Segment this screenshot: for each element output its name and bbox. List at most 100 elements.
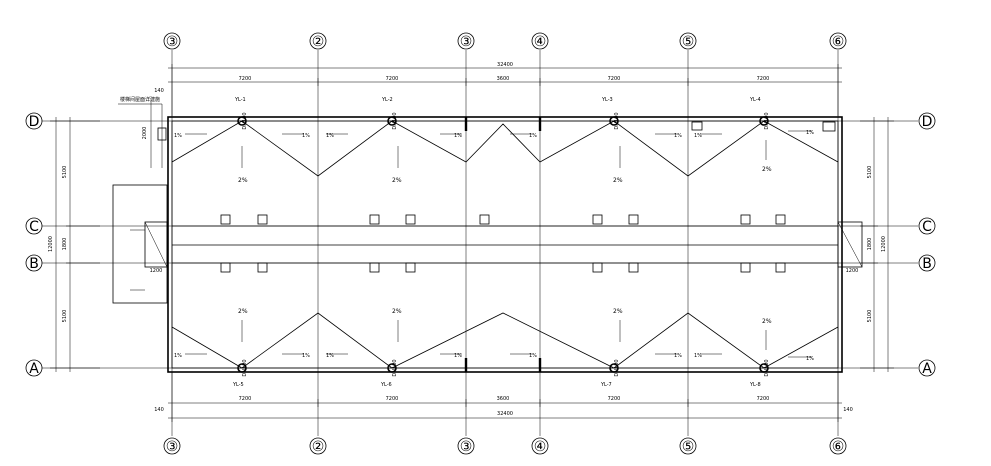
roof-vents-lower bbox=[220, 262, 786, 273]
slope-label: 1% bbox=[674, 133, 682, 139]
vent-icon bbox=[405, 262, 416, 273]
vent-icon bbox=[775, 214, 786, 225]
slope-label: 2% bbox=[762, 318, 772, 325]
slope-label: 1% bbox=[529, 133, 537, 139]
drain-size-label: DN100 bbox=[614, 359, 620, 376]
parapet-height: 2000 bbox=[142, 127, 148, 140]
axis-label-top-1: ③ bbox=[166, 34, 179, 50]
slope-arrows bbox=[185, 130, 812, 358]
roof-drain-yl-5: YL-5 DN100 bbox=[232, 359, 248, 388]
dim-right-upper: 5100 bbox=[867, 166, 873, 179]
slope-label: 2% bbox=[238, 308, 248, 315]
drain-size-label: DN100 bbox=[764, 112, 770, 129]
slope-label: 1% bbox=[454, 353, 462, 359]
stair-width-left: 1200 bbox=[150, 268, 163, 274]
axis-label-bottom-6: ⑥ bbox=[832, 439, 845, 455]
dim-top-span-1: 7200 bbox=[239, 76, 252, 82]
axis-bubbles-bottom: ③ ② ③ ④ ⑤ ⑥ bbox=[163, 437, 847, 455]
axis-label-bottom-2: ② bbox=[312, 439, 325, 455]
axis-label-top-3: ③ bbox=[460, 34, 473, 50]
dimension-right: 5100 1800 5100 12000 bbox=[860, 117, 894, 372]
dim-bottom-span-4: 7200 bbox=[608, 396, 621, 402]
vent-icon bbox=[220, 262, 231, 273]
slope-label: 1% bbox=[806, 130, 814, 136]
ridge-lines-bottom bbox=[171, 312, 839, 369]
vent-icon bbox=[592, 214, 603, 225]
axis-label-bottom-4: ④ bbox=[534, 439, 547, 455]
slope-label: 1% bbox=[174, 133, 182, 139]
dim-top-offset: 140 bbox=[154, 88, 164, 94]
axis-label-bottom-3: ③ bbox=[460, 439, 473, 455]
downpipe-label: YL-7 bbox=[600, 382, 612, 388]
drain-size-label: DN100 bbox=[614, 112, 620, 129]
dim-left-total: 12000 bbox=[48, 236, 54, 252]
slope-label: 1% bbox=[674, 353, 682, 359]
axis-bubbles-right: D C B A bbox=[918, 112, 936, 377]
roof-drain-yl-4: YL-4 DN100 bbox=[749, 97, 770, 130]
axis-label-left-b: B bbox=[29, 256, 39, 272]
vent-icon bbox=[369, 262, 380, 273]
slope-label: 1% bbox=[694, 133, 702, 139]
dimension-top: 32400 7200 7200 3600 7200 7200 140 bbox=[154, 62, 842, 116]
dim-bottom-span-5: 7200 bbox=[757, 396, 770, 402]
vent-icon bbox=[592, 262, 603, 273]
slope-label: 2% bbox=[392, 308, 402, 315]
vent-icon bbox=[369, 214, 380, 225]
dim-top-span-4: 7200 bbox=[608, 76, 621, 82]
vent-icon bbox=[405, 214, 416, 225]
roof-vents-upper bbox=[220, 214, 786, 225]
roof-outline bbox=[167, 116, 843, 373]
stair-note: 楼梯间屋面详建施 bbox=[120, 96, 160, 103]
axis-label-top-2: ② bbox=[312, 34, 325, 50]
axis-label-top-6: ⑥ bbox=[832, 34, 845, 50]
downpipe-label: YL-1 bbox=[234, 97, 246, 103]
dim-right-middle: 1800 bbox=[867, 238, 873, 251]
dim-right-lower: 5100 bbox=[867, 310, 873, 323]
dim-bottom-total: 32400 bbox=[497, 411, 513, 417]
vent-icon bbox=[257, 262, 268, 273]
drain-size-label: DN100 bbox=[764, 359, 770, 376]
slope-label: 1% bbox=[302, 133, 310, 139]
axis-label-right-b: B bbox=[922, 256, 932, 272]
dim-top-total: 32400 bbox=[497, 62, 513, 68]
vent-icon bbox=[628, 214, 639, 225]
ridge-lines-top bbox=[171, 120, 839, 177]
downpipe-label: YL-2 bbox=[381, 97, 393, 103]
slope-labels: 1% 1% 1% 1% 1% 1% 1% 1% 1% 1% 1% 1% 1% 1… bbox=[174, 130, 814, 362]
slope-label: 1% bbox=[529, 353, 537, 359]
dim-top-span-3: 3600 bbox=[497, 76, 510, 82]
downpipe-label: YL-4 bbox=[749, 97, 761, 103]
dim-bottom-span-2: 7200 bbox=[386, 396, 399, 402]
slope-label: 1% bbox=[326, 133, 334, 139]
parapet-detail: 楼梯间屋面详建施 2000 bbox=[118, 96, 167, 168]
axis-bubbles-left: D C B A bbox=[25, 112, 43, 377]
axis-label-right-a: A bbox=[922, 361, 932, 377]
roof-drain-yl-2: YL-2 DN100 bbox=[381, 97, 398, 130]
slope-label: 2% bbox=[613, 308, 623, 315]
axis-label-right-c: C bbox=[922, 219, 932, 235]
dim-left-lower: 5100 bbox=[62, 310, 68, 323]
drain-size-label: DN100 bbox=[242, 112, 248, 129]
dim-top-span-5: 7200 bbox=[757, 76, 770, 82]
dim-top-span-2: 7200 bbox=[386, 76, 399, 82]
slope-label: 1% bbox=[454, 133, 462, 139]
axis-label-left-d: D bbox=[29, 114, 40, 130]
downpipe-label: YL-8 bbox=[749, 382, 761, 388]
slope-label: 2% bbox=[762, 166, 772, 173]
dimension-bottom: 7200 7200 3600 7200 7200 32400 140 140 bbox=[154, 372, 853, 422]
slope-label: 1% bbox=[302, 353, 310, 359]
dim-left-upper: 5100 bbox=[62, 166, 68, 179]
slope-label: 2% bbox=[392, 177, 402, 184]
roof-drain-yl-6: YL-6 DN100 bbox=[380, 359, 398, 388]
dim-right-total: 12000 bbox=[881, 236, 887, 252]
grid-lines bbox=[42, 50, 918, 436]
roof-drain-yl-7: YL-7 DN100 bbox=[600, 359, 620, 388]
dim-bottom-offset-left: 140 bbox=[154, 407, 164, 413]
axis-label-bottom-5: ⑤ bbox=[682, 439, 695, 455]
vent-icon bbox=[257, 214, 268, 225]
roof-drain-yl-8: YL-8 DN100 bbox=[749, 359, 770, 388]
axis-label-right-d: D bbox=[922, 114, 933, 130]
dim-left-middle: 1800 bbox=[62, 238, 68, 251]
downpipe-label: YL-3 bbox=[601, 97, 613, 103]
